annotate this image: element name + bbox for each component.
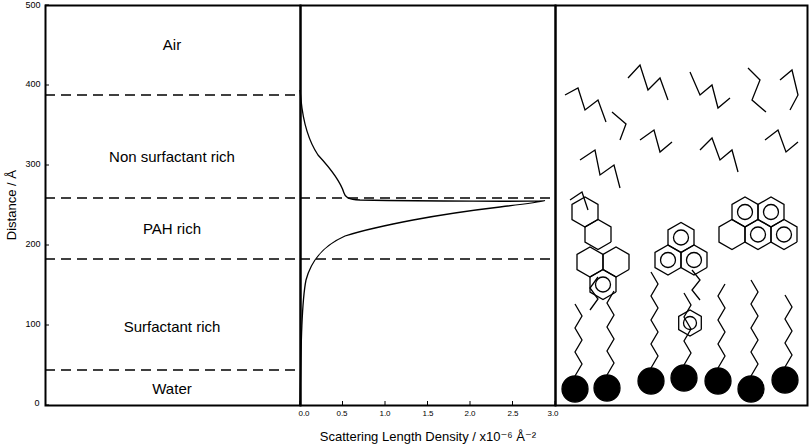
tick-label: 1.0 [379,410,390,419]
region-label: PAH rich [143,221,201,238]
tick-label: 3.0 [547,410,558,419]
region-label: Surfactant rich [124,319,221,336]
region-label: Air [163,37,181,54]
axis-title: Scattering Length Density / x10⁻⁶ Å⁻² [320,430,536,444]
axis-title: Distance / Å [5,170,19,240]
region-label: Water [152,381,191,398]
tick-label: 0.0 [298,410,309,419]
left-panel-frame [46,6,301,406]
tick-label: 2.0 [464,410,475,419]
tick-label: 0 [34,399,39,409]
tick-label: 300 [25,160,40,170]
tick-label: 1.5 [422,410,433,419]
tick-label: 400 [25,80,40,90]
tick-label: 200 [25,240,40,250]
axis-ticks [45,5,555,405]
tick-label: 500 [25,1,40,11]
cartoon-panel-frame [556,6,808,406]
region-boundaries [45,95,555,370]
tick-label: 100 [25,320,40,330]
tick-label: 0.5 [336,410,347,419]
region-label: Non surfactant rich [109,149,235,166]
sld-profile-curve [300,90,545,405]
plot-panel-frame [301,6,556,406]
molecule-cartoon [562,65,798,402]
tick-label: 2.5 [507,410,518,419]
